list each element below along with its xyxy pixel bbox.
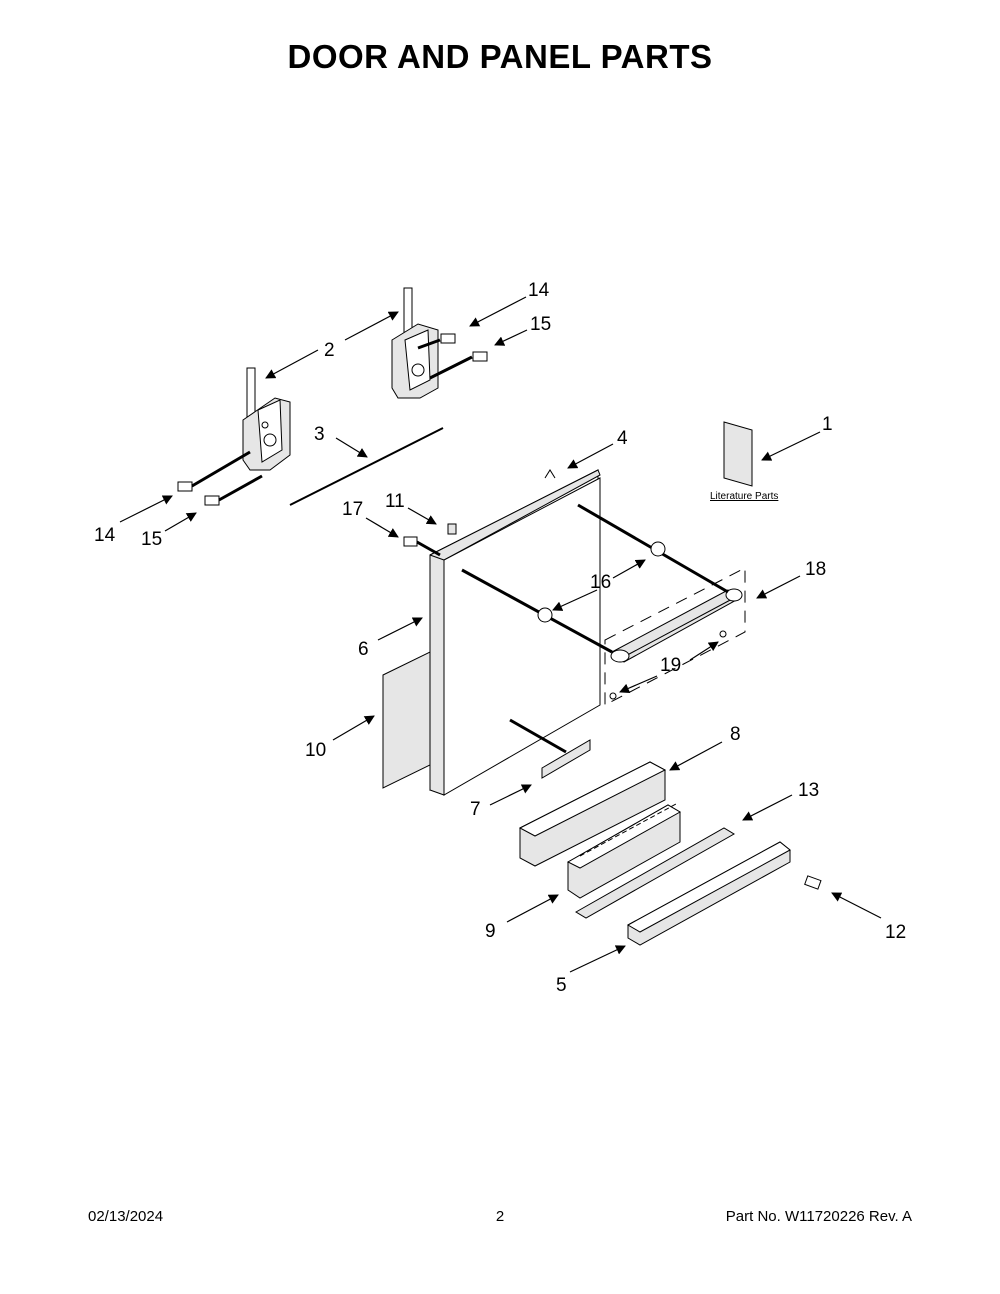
bracket-part [447, 523, 457, 535]
handle-screw-left [609, 692, 617, 700]
callout-11: 11 [385, 491, 405, 512]
handle-spacers [461, 503, 729, 654]
callout-18: 18 [805, 559, 826, 580]
callout-17: 17 [342, 499, 363, 520]
callout-6: 6 [358, 639, 369, 660]
callout-1: 1 [822, 414, 833, 435]
screw-part-17 [403, 536, 441, 557]
callout-2: 2 [324, 340, 335, 361]
handle-part [610, 588, 743, 663]
callout-15-left: 15 [141, 529, 162, 550]
leader-arrows [119, 296, 882, 973]
footer-part-number: Part No. W11720226 Rev. A [725, 1208, 912, 1225]
callout-9: 9 [485, 921, 496, 942]
toe-panel-part [626, 841, 791, 946]
callout-4: 4 [617, 428, 628, 449]
right-hinge-part [391, 287, 439, 399]
callout-14-right: 14 [528, 280, 550, 301]
door-panel-part [429, 469, 601, 796]
right-hinge-screws [417, 333, 488, 380]
left-hinge-screws [177, 450, 263, 506]
callout-5: 5 [556, 975, 567, 996]
callout-8: 8 [730, 724, 741, 745]
callout-14-left: 14 [94, 525, 116, 546]
panel-trim-part [575, 827, 735, 919]
callout-15-right: 15 [530, 314, 551, 335]
badge-part [509, 718, 591, 779]
callout-16: 16 [590, 572, 611, 593]
page-title: DOOR AND PANEL PARTS [287, 38, 713, 75]
callout-12: 12 [885, 922, 906, 943]
footer-date: 02/13/2024 [88, 1208, 164, 1225]
footer-page-number: 2 [495, 1208, 505, 1225]
rod-part [289, 427, 444, 506]
panel-insulation-part [518, 761, 667, 867]
insulation-part [382, 651, 431, 789]
handle-screw-right [719, 630, 727, 638]
literature-part [723, 421, 753, 487]
panel-foam-part [566, 803, 682, 899]
callout-10: 10 [305, 740, 326, 761]
callout-19: 19 [660, 655, 681, 676]
callout-13: 13 [798, 780, 819, 801]
screw-part-12 [804, 875, 822, 890]
callout-7: 7 [470, 799, 481, 820]
left-hinge-part [242, 367, 291, 471]
handle-dashed-outline [604, 567, 746, 706]
callout-3: 3 [314, 424, 325, 445]
clip-part [544, 469, 556, 479]
literature-label: Literature Parts [710, 491, 778, 502]
